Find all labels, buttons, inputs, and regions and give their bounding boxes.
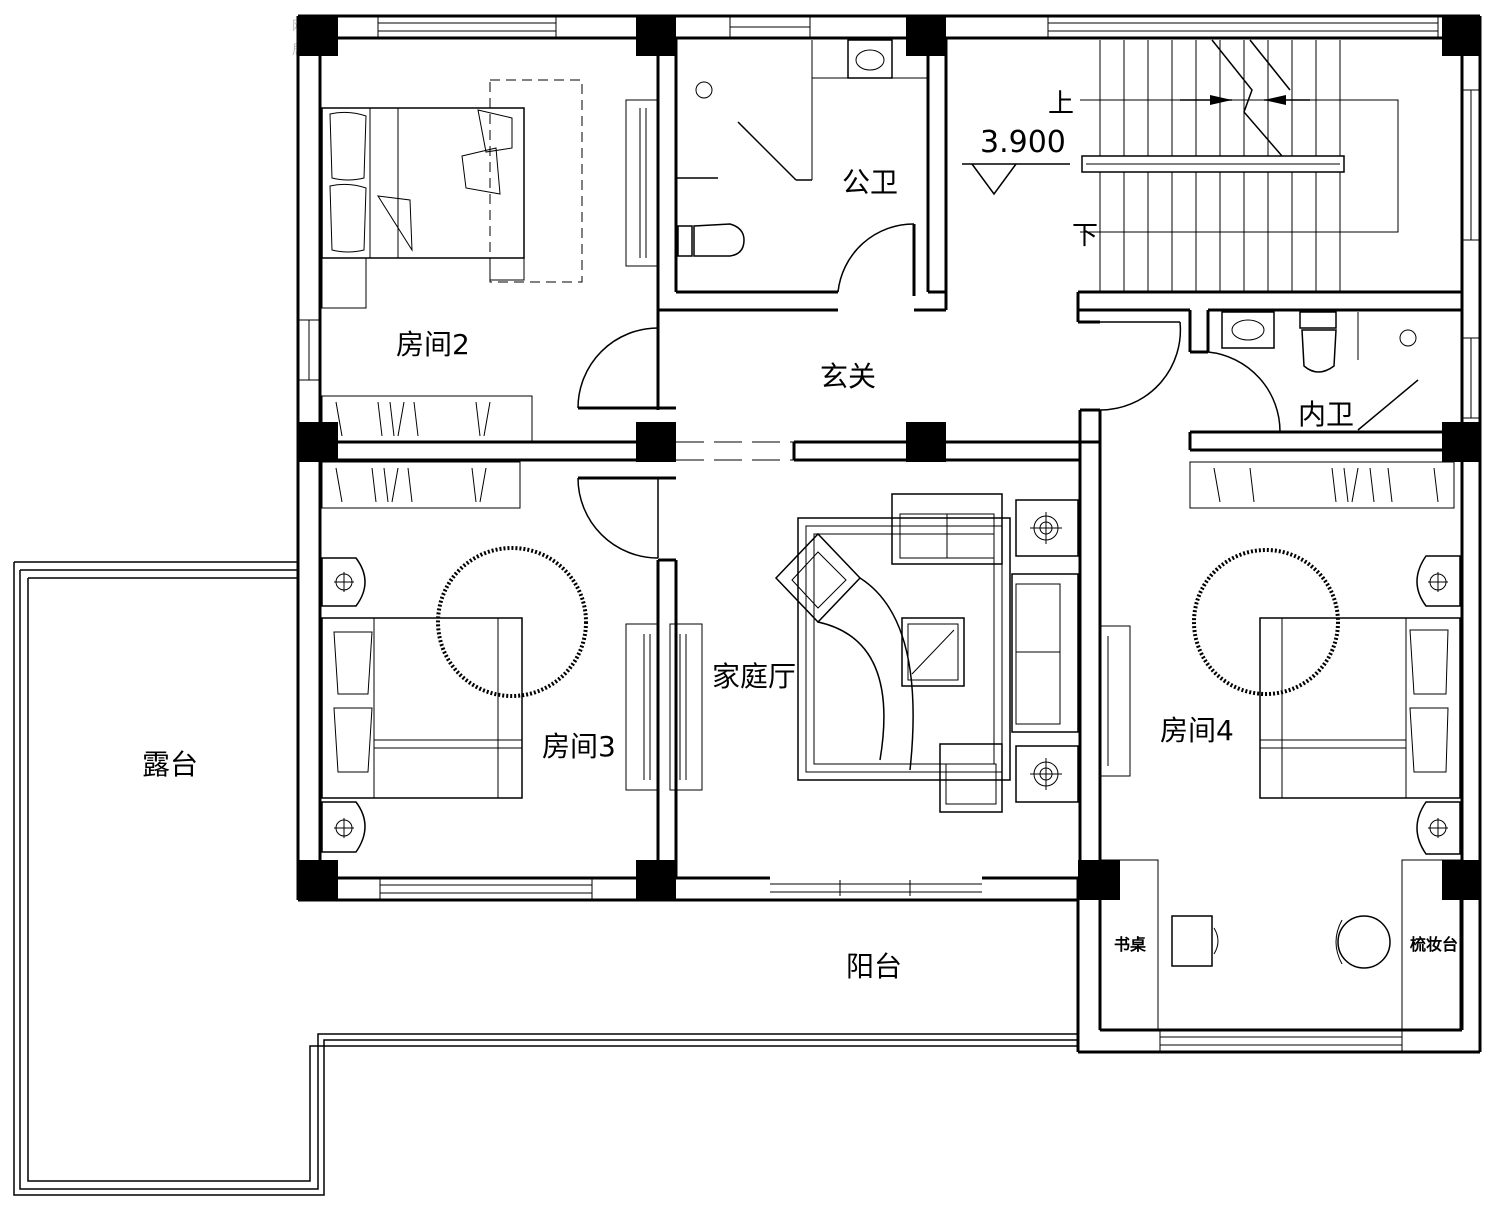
floor-drain-icon <box>695 81 713 99</box>
inner-bath-fixtures <box>1221 311 1419 431</box>
round-rug-icon <box>1192 548 1340 696</box>
family-hall-label: 家庭厅 <box>712 660 796 693</box>
entry-label: 玄关 <box>820 360 876 393</box>
toilet-icon <box>677 223 745 257</box>
coffee-table-icon <box>901 617 965 687</box>
terrace-outline <box>13 561 1078 1196</box>
lamp-icon <box>1416 555 1461 607</box>
lamp-icon <box>1416 801 1461 855</box>
stair-down-label: 下 <box>1072 221 1098 251</box>
chair-icon <box>1171 915 1219 967</box>
staircase <box>1080 39 1399 292</box>
floor-drain-icon <box>1399 329 1417 347</box>
round-rug-icon <box>436 546 588 698</box>
columns <box>298 16 1480 900</box>
toilet-icon <box>1299 311 1337 373</box>
bed-icon <box>1259 617 1461 799</box>
level-value: 3.900 <box>980 125 1066 160</box>
lamp-icon <box>321 557 366 607</box>
desk-label: 书桌 <box>1114 935 1146 954</box>
sink-icon <box>847 39 893 79</box>
windows <box>297 15 1481 1053</box>
chair-icon <box>939 743 1003 813</box>
inner-bath-label: 内卫 <box>1298 398 1354 431</box>
room3-furniture <box>321 461 703 853</box>
vanity-label: 梳妆台 <box>1410 935 1458 954</box>
chair-icon <box>1335 915 1391 969</box>
sofa-icon <box>891 493 1003 565</box>
sink-icon <box>1221 311 1275 349</box>
family-hall-furniture <box>774 493 1079 813</box>
armchair-icon <box>774 532 862 624</box>
level-marker: 3.900 <box>962 125 1070 196</box>
lamp-icon <box>1015 499 1079 557</box>
doors <box>577 223 1281 559</box>
room2-furniture <box>321 79 659 443</box>
balcony-label: 阳台 <box>846 950 902 983</box>
public-bath-fixtures <box>676 39 928 257</box>
room4-label: 房间4 <box>1160 714 1234 747</box>
public-bath-label: 公卫 <box>842 166 898 199</box>
stair-up-label: 上 <box>1048 89 1074 119</box>
bed-icon <box>321 617 523 799</box>
bed-icon <box>321 107 525 259</box>
lamp-icon <box>1015 745 1079 803</box>
sofa-icon <box>1011 573 1079 733</box>
room2-label: 房间2 <box>396 328 470 361</box>
room3-label: 房间3 <box>542 730 616 763</box>
terrace-label: 露台 <box>142 748 198 781</box>
room4-furniture <box>1099 461 1461 1031</box>
lamp-icon <box>321 801 366 853</box>
